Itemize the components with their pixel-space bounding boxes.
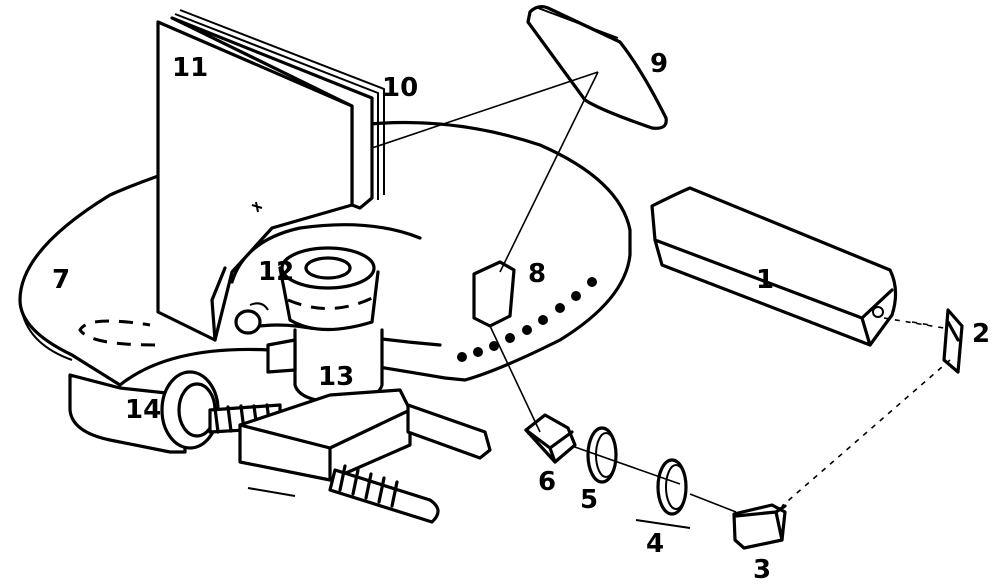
- prism-6: [524, 413, 577, 464]
- label-14: 14: [125, 395, 161, 425]
- label-12: 12: [258, 257, 294, 287]
- label-4: 4: [646, 529, 664, 559]
- label-7: 7: [52, 265, 70, 295]
- small-mark: [251, 201, 263, 213]
- label-10: 10: [382, 73, 418, 103]
- lens-5: [586, 426, 618, 484]
- label-6: 6: [538, 467, 556, 497]
- laser-tube: [650, 186, 898, 347]
- motor-housing: [68, 370, 220, 454]
- label-3: 3: [753, 555, 771, 585]
- label-11: 11: [172, 53, 208, 83]
- plate-stack: [156, 9, 385, 342]
- mirror-3: [732, 503, 787, 550]
- screw-stage: [208, 338, 492, 524]
- beam-splitter-8: [472, 260, 516, 328]
- label-2: 2: [972, 319, 990, 349]
- beam-paths: [371, 71, 951, 513]
- reflector-2: [942, 308, 964, 374]
- label-5: 5: [580, 485, 598, 515]
- mirror-9: [526, 5, 668, 130]
- label-13: 13: [318, 362, 354, 392]
- label-1: 1: [756, 265, 774, 295]
- spindle: [278, 246, 384, 404]
- label-9: 9: [650, 49, 668, 79]
- label-8: 8: [528, 259, 546, 289]
- lens-4: [635, 458, 691, 529]
